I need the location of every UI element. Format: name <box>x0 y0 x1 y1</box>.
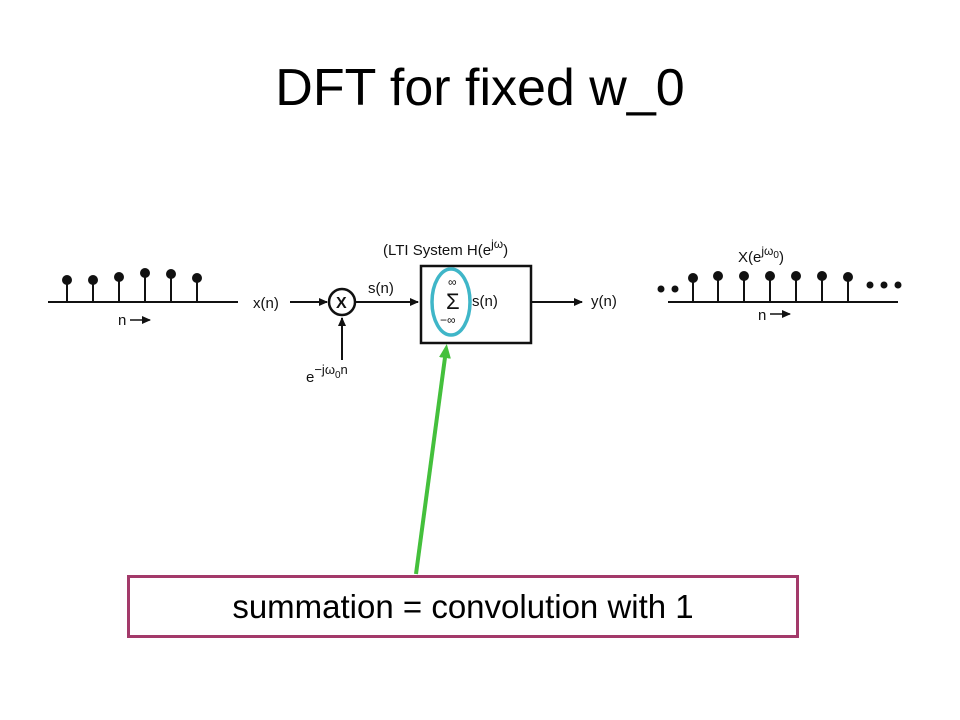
callout-arrow <box>414 344 451 575</box>
sum-operand: s(n) <box>472 293 498 310</box>
multiplier-circle <box>327 287 357 317</box>
exponential-label: e−jω0n <box>306 362 348 386</box>
right-plot-leading-dots <box>657 285 679 293</box>
right-plot-trailing-dots <box>866 281 902 289</box>
callout-box: summation = convolution with 1 <box>127 575 799 638</box>
left-axis-label: n <box>118 312 126 329</box>
right-stem-plot: X(ejω0) n <box>657 244 902 324</box>
output-label: y(n) <box>591 293 617 310</box>
right-plot-stems <box>688 271 853 302</box>
system-title: (LTI System H(ejω) <box>383 237 508 259</box>
left-plot-stems <box>62 268 202 302</box>
sum-symbol: Σ <box>446 289 460 314</box>
multiplier-symbol: X <box>336 295 347 312</box>
slide-title: DFT for fixed w_0 <box>275 59 685 117</box>
sum-lower-limit: −∞ <box>440 313 456 327</box>
product-label: s(n) <box>368 280 394 297</box>
right-plot-label: X(ejω0) <box>738 244 784 266</box>
highlight-ellipse <box>430 267 472 337</box>
right-axis-label: n <box>758 307 766 324</box>
input-label: x(n) <box>253 295 279 312</box>
left-stem-plot: n <box>48 268 238 329</box>
callout-text: summation = convolution with 1 <box>232 587 694 625</box>
sum-upper-limit: ∞ <box>448 275 457 289</box>
